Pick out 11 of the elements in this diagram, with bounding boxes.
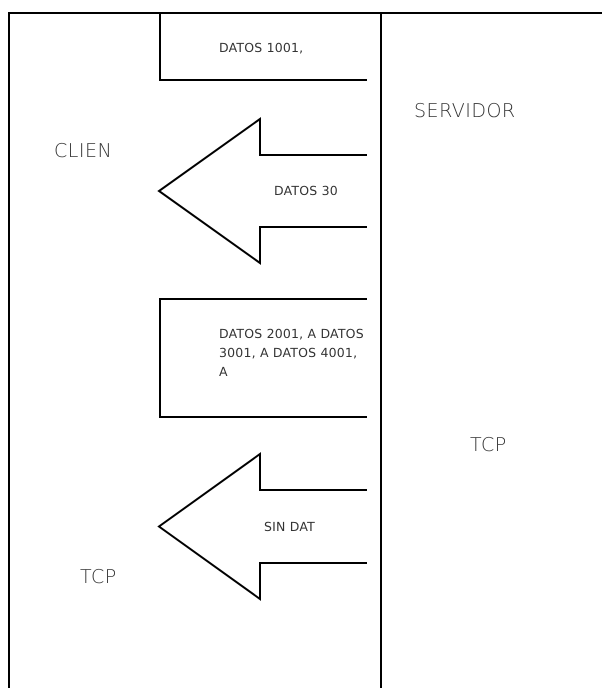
segment-box [159, 12, 367, 81]
segment-label: DATOS 2001, A DATOS 3001, A DATOS 4001, A [219, 325, 365, 381]
panel-label: TCP [470, 434, 507, 456]
segment-box [159, 298, 367, 418]
segment-label: DATOS 30 [274, 182, 339, 200]
segment-label: SIN DAT [264, 518, 316, 536]
segment-label: DATOS 1001, [219, 39, 304, 57]
panel-label: CLIEN [54, 140, 112, 162]
panel-label: SERVIDOR [414, 100, 516, 122]
host-panel [8, 12, 382, 688]
panel-label: TCP [80, 566, 117, 588]
